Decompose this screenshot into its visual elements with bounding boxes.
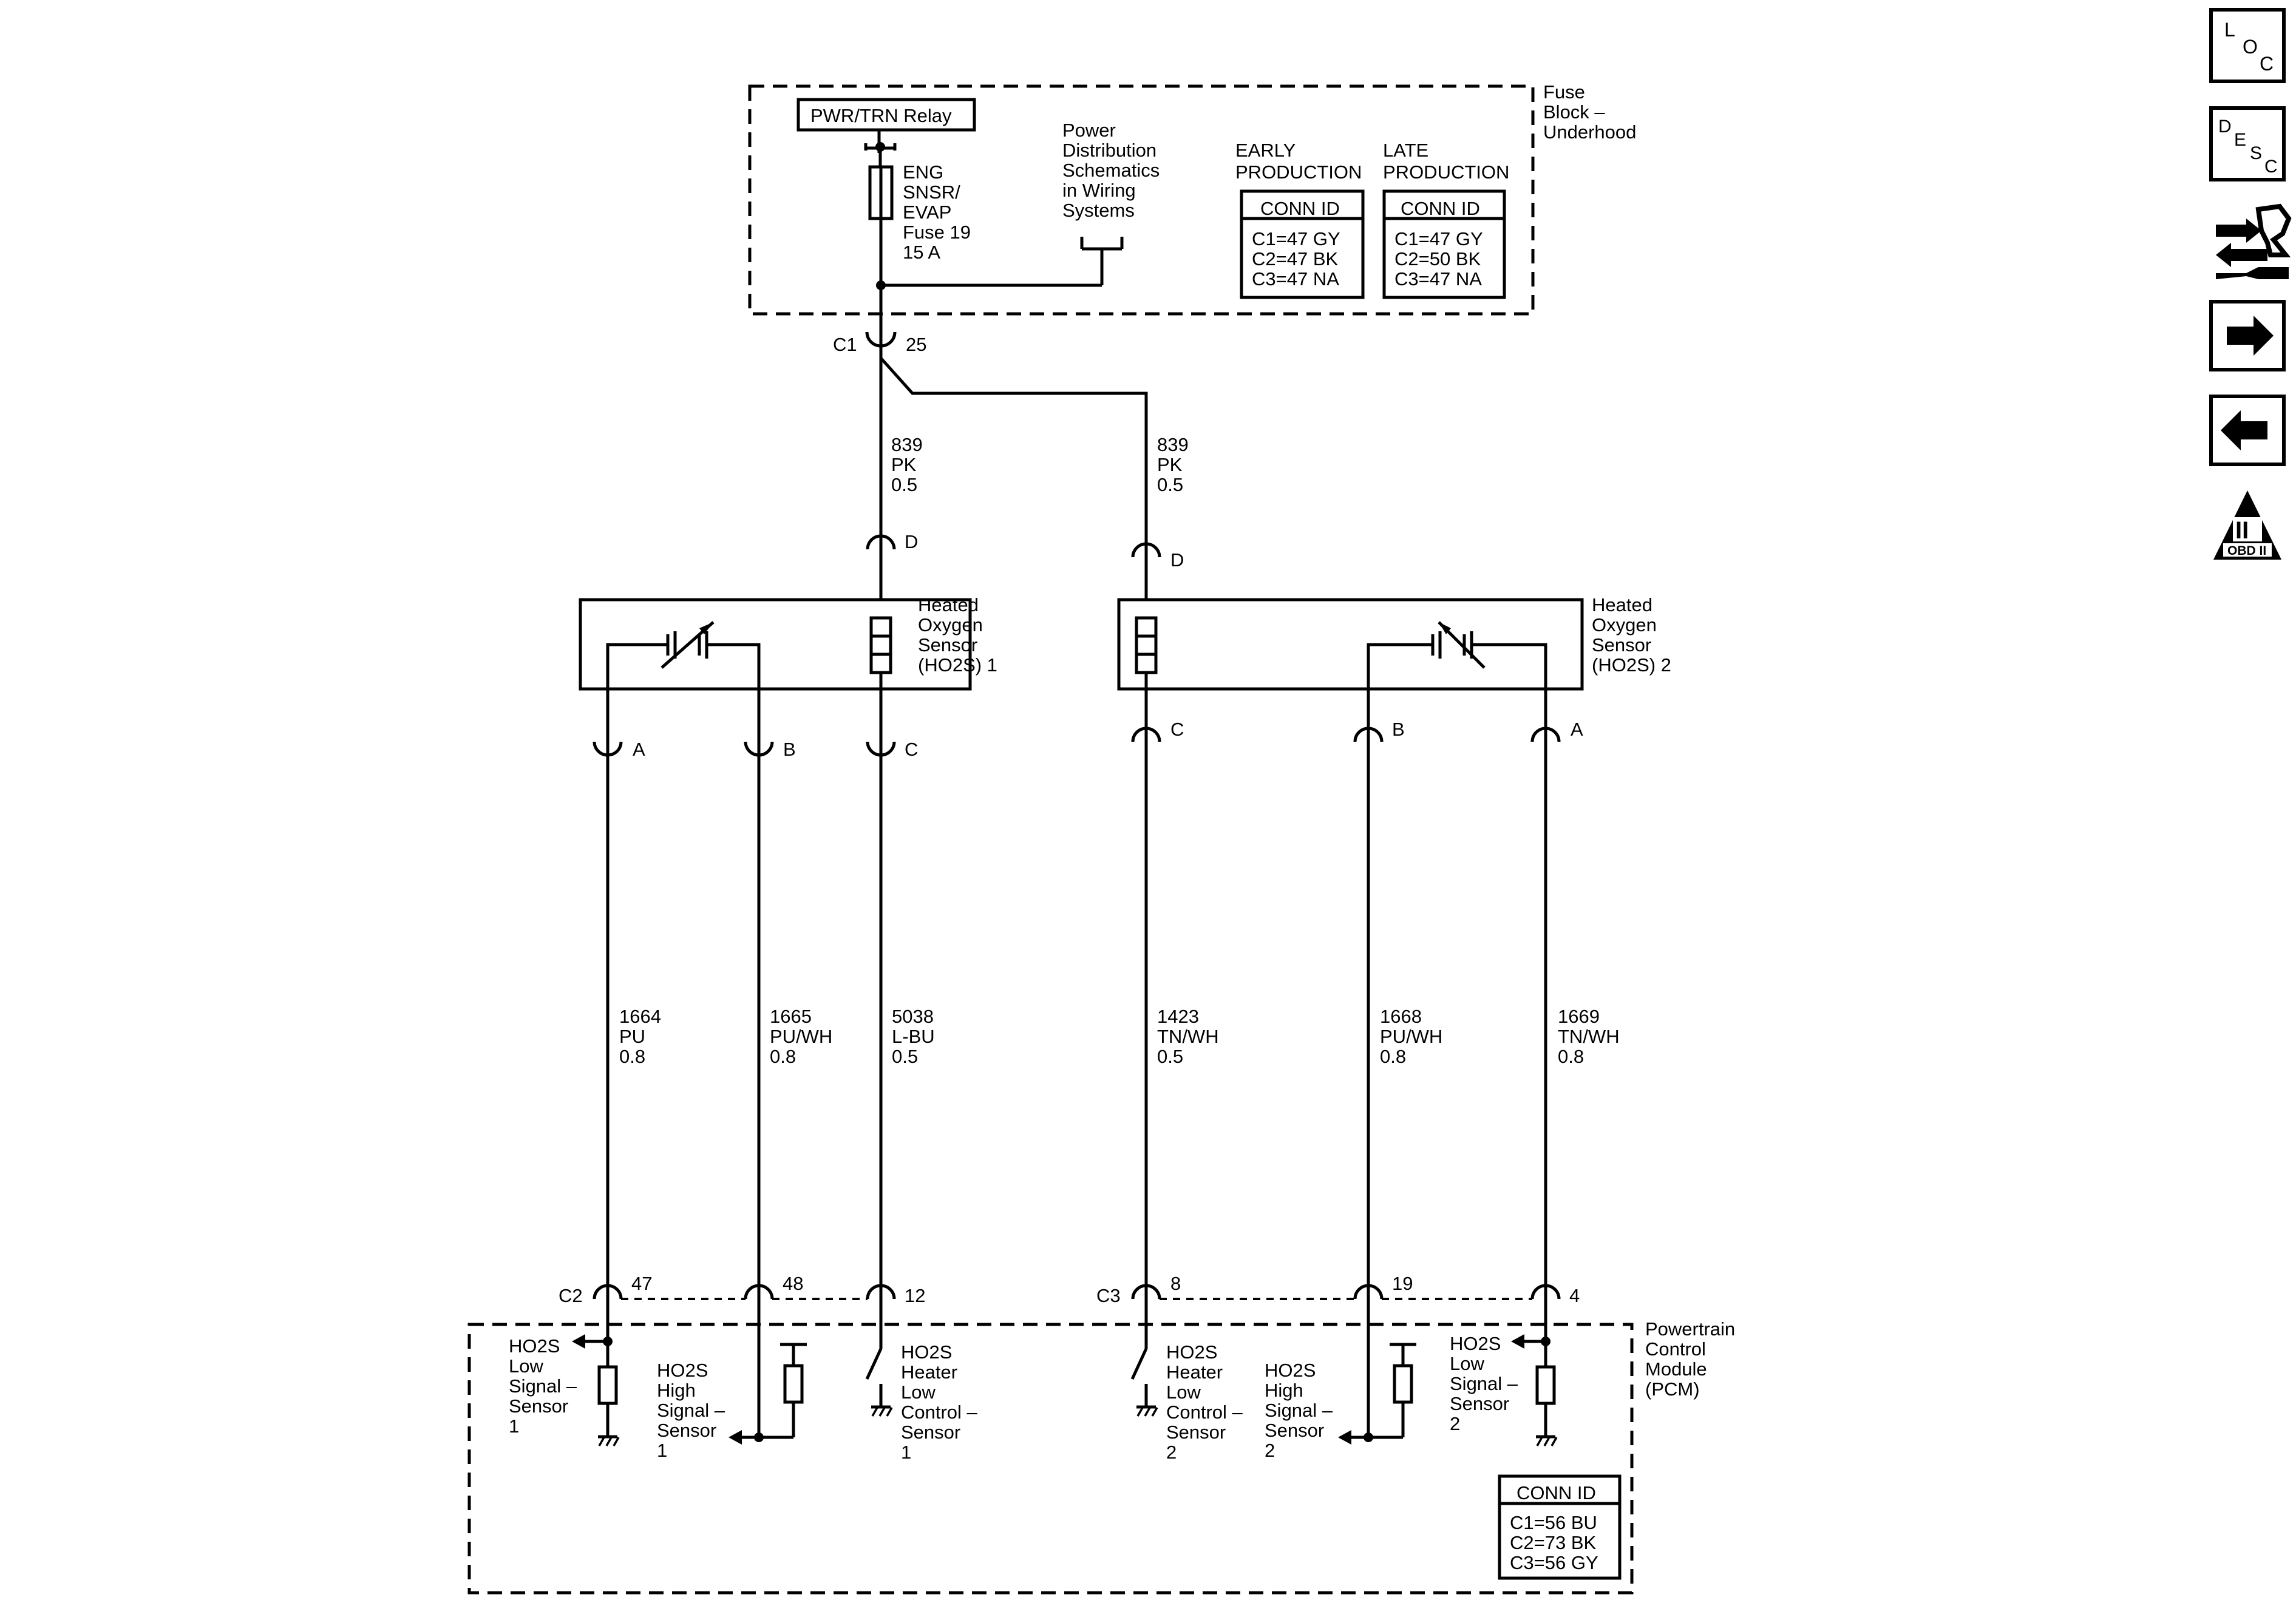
ho2s2-pin-d: D — [1170, 549, 1184, 571]
c3-pin-19: 19 — [1392, 1273, 1413, 1294]
svg-text:E: E — [2234, 130, 2246, 150]
pcm-c3-connector: C3 8 19 4 — [1096, 1273, 1580, 1306]
circuit-label-5038: 5038 L-BU 0.5 — [892, 1006, 940, 1067]
ho2s2-heater-element — [1135, 616, 1158, 674]
previous-arrow-icon — [2221, 410, 2267, 450]
circuit-label-1669: 1669 TN/WH 0.8 — [1558, 1006, 1625, 1067]
ho2s-1: D Heated Oxygen Sensor (HO2S) 1 A B C — [579, 531, 997, 760]
pcm-title: Powertrain Control Module (PCM) — [1645, 1318, 1741, 1400]
ho2s2-title: Heated Oxygen Sensor (HO2S) 2 — [1592, 594, 1671, 676]
c2-label: C2 — [559, 1285, 583, 1306]
ho2s1-title: Heated Oxygen Sensor (HO2S) 1 — [918, 594, 997, 676]
ho2s1-outline — [579, 598, 972, 691]
pwr-trn-relay — [796, 98, 976, 132]
circuit-label-1423: 1423 TN/WH 0.5 — [1157, 1006, 1224, 1067]
circuit-label-1664: 1664 PU 0.8 — [619, 1006, 667, 1067]
pcm-label-high-signal-2: HO2S High Signal – Sensor 2 — [1265, 1360, 1338, 1461]
previous-page-button[interactable] — [2209, 395, 2286, 466]
late-conn-id-title: CONN ID — [1401, 198, 1480, 219]
ho2s1-heater-element — [869, 616, 892, 674]
feed-wire-label-2: 839 PK 0.5 — [1157, 434, 1194, 495]
sidebar-toolbar: L O C D E S C — [2209, 8, 2292, 560]
pcm-label-low-signal-1: HO2S Low Signal – Sensor 1 — [509, 1335, 582, 1437]
obd-ii-button[interactable]: II OBD II — [2213, 490, 2281, 560]
pcm-conn-id-title: CONN ID — [1517, 1482, 1596, 1503]
ho2s2-pin-a: A — [1571, 719, 1583, 740]
feed-wire-label-1: 839 PK 0.5 — [891, 434, 928, 495]
pcm-label-low-signal-2: HO2S Low Signal – Sensor 2 — [1450, 1333, 1523, 1434]
late-conn-id-rows: C1=47 GY C2=50 BK C3=47 NA — [1394, 228, 1488, 290]
pcm-label-heater-2: HO2S Heater Low Control – Sensor 2 — [1166, 1341, 1248, 1463]
pcm-conn-id-table — [1498, 1474, 1622, 1580]
ho2s1-pin-b: B — [783, 739, 796, 760]
svg-text:C: C — [2260, 53, 2274, 75]
connector-service-button[interactable] — [2216, 203, 2292, 279]
c3-pin-4: 4 — [1569, 1285, 1580, 1306]
svg-text:D: D — [2218, 117, 2232, 137]
svg-text:O: O — [2243, 36, 2258, 58]
fuse-block-title: Fuse Block – Underhood — [1543, 81, 1636, 143]
c3-pin-8: 8 — [1170, 1273, 1181, 1294]
connector-service-icon — [2216, 203, 2292, 279]
next-arrow-icon — [2227, 316, 2274, 356]
location-button[interactable]: L O C — [2209, 8, 2286, 83]
svg-text:C: C — [2264, 157, 2278, 177]
pcm-c2-connector: C2 47 48 12 — [559, 1273, 925, 1306]
circuit-wires — [606, 759, 1547, 1323]
ho2s-2: D Heated Oxygen Sensor (HO2S) 2 C B A — [1117, 540, 1671, 759]
late-conn-id-table — [1382, 189, 1506, 299]
svg-text:L: L — [2224, 19, 2235, 41]
early-production-heading: EARLY PRODUCTION — [1235, 140, 1362, 183]
c2-pin-12: 12 — [905, 1285, 925, 1306]
ho2s1-pin-d: D — [905, 531, 918, 552]
ho2s1-pin-c: C — [905, 739, 918, 760]
late-production-heading: LATE PRODUCTION — [1383, 140, 1509, 183]
svg-text:OBD II: OBD II — [2227, 544, 2266, 558]
c2-pin-48: 48 — [783, 1273, 803, 1294]
c1-connector: C1 25 — [833, 322, 926, 355]
relay-label: PWR/TRN Relay — [810, 105, 952, 126]
pcm-conn-id-rows: C1=56 BU C2=73 BK C3=56 GY — [1510, 1512, 1603, 1573]
pcm-label-high-signal-1: HO2S High Signal – Sensor 1 — [657, 1360, 730, 1461]
svg-text:S: S — [2250, 143, 2262, 163]
circuit-label-1665: 1665 PU/WH 0.8 — [770, 1006, 838, 1067]
early-conn-id-table — [1240, 189, 1365, 299]
next-page-button[interactable] — [2209, 300, 2286, 371]
description-button[interactable]: D E S C — [2209, 106, 2286, 181]
pcm-module: Powertrain Control Module (PCM) HO2S Low… — [467, 1318, 1741, 1595]
c2-pin-47: 47 — [631, 1273, 652, 1294]
fuse-block-underhood: Fuse Block – Underhood PWR/TRN Relay ENG… — [748, 81, 1636, 331]
description-icon — [2209, 106, 2286, 181]
ho2s2-pin-c: C — [1170, 719, 1184, 740]
c1-label: C1 — [833, 334, 857, 355]
pcm-label-heater-1: HO2S Heater Low Control – Sensor 1 — [901, 1341, 982, 1463]
early-conn-id-title: CONN ID — [1260, 198, 1340, 219]
ho2s2-outline — [1117, 598, 1584, 691]
ho2s2-pin-b: B — [1392, 719, 1405, 740]
c3-label: C3 — [1096, 1285, 1121, 1306]
fuse-19-label: ENG SNSR/ EVAP Fuse 19 15 A — [903, 161, 976, 263]
c1-pin-label: 25 — [906, 334, 926, 355]
ho2s1-pin-a: A — [633, 739, 645, 760]
location-icon — [2209, 8, 2286, 83]
early-conn-id-rows: C1=47 GY C2=47 BK C3=47 NA — [1252, 228, 1345, 290]
power-distribution-reference: Power Distribution Schematics in Wiring … — [1062, 120, 1165, 221]
pcm-outline — [467, 1323, 1634, 1595]
circuit-label-1668: 1668 PU/WH 0.8 — [1380, 1006, 1448, 1067]
svg-text:II: II — [2235, 517, 2249, 544]
